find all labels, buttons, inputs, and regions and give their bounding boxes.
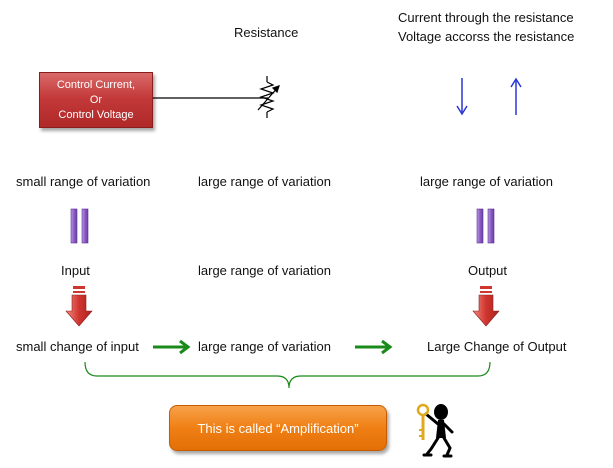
- row3-right-label: Large Change of Output: [427, 339, 567, 354]
- row3-middle-label: large range of variation: [198, 339, 331, 354]
- control-box-line-3: Control Voltage: [58, 108, 134, 121]
- row1-left-label: small range of variation: [16, 174, 151, 189]
- current-label: Current through the resistance: [398, 10, 574, 25]
- resistance-label: Resistance: [234, 25, 299, 40]
- row2-middle-label: large range of variation: [198, 263, 331, 278]
- variable-resistor-icon: [257, 76, 280, 118]
- row1-middle-label: large range of variation: [198, 174, 331, 189]
- control-source-box: Control Current, Or Control Voltage: [39, 72, 153, 128]
- red-down-arrow-icon: [472, 286, 500, 327]
- green-right-arrow-icon: [355, 339, 393, 355]
- equals-icon: [70, 208, 89, 244]
- stick-figure-with-key-icon: [416, 403, 454, 458]
- green-right-arrow-icon: [153, 339, 191, 355]
- control-box-line-1: Control Current,: [56, 78, 136, 91]
- amplification-label: This is called “Amplification”: [197, 420, 359, 436]
- amplification-box: This is called “Amplification”: [169, 405, 387, 451]
- down-arrow-icon: [456, 78, 468, 116]
- input-label: Input: [61, 263, 90, 278]
- red-down-arrow-icon: [65, 286, 93, 327]
- row1-right-label: large range of variation: [420, 174, 553, 189]
- output-label: Output: [468, 263, 508, 278]
- voltage-label: Voltage accorss the resistance: [398, 29, 575, 44]
- control-box-line-2: Or: [89, 93, 103, 106]
- brace-icon: [84, 361, 491, 389]
- row3-left-label: small change of input: [16, 339, 139, 354]
- equals-icon: [476, 208, 495, 244]
- up-arrow-icon: [510, 77, 522, 115]
